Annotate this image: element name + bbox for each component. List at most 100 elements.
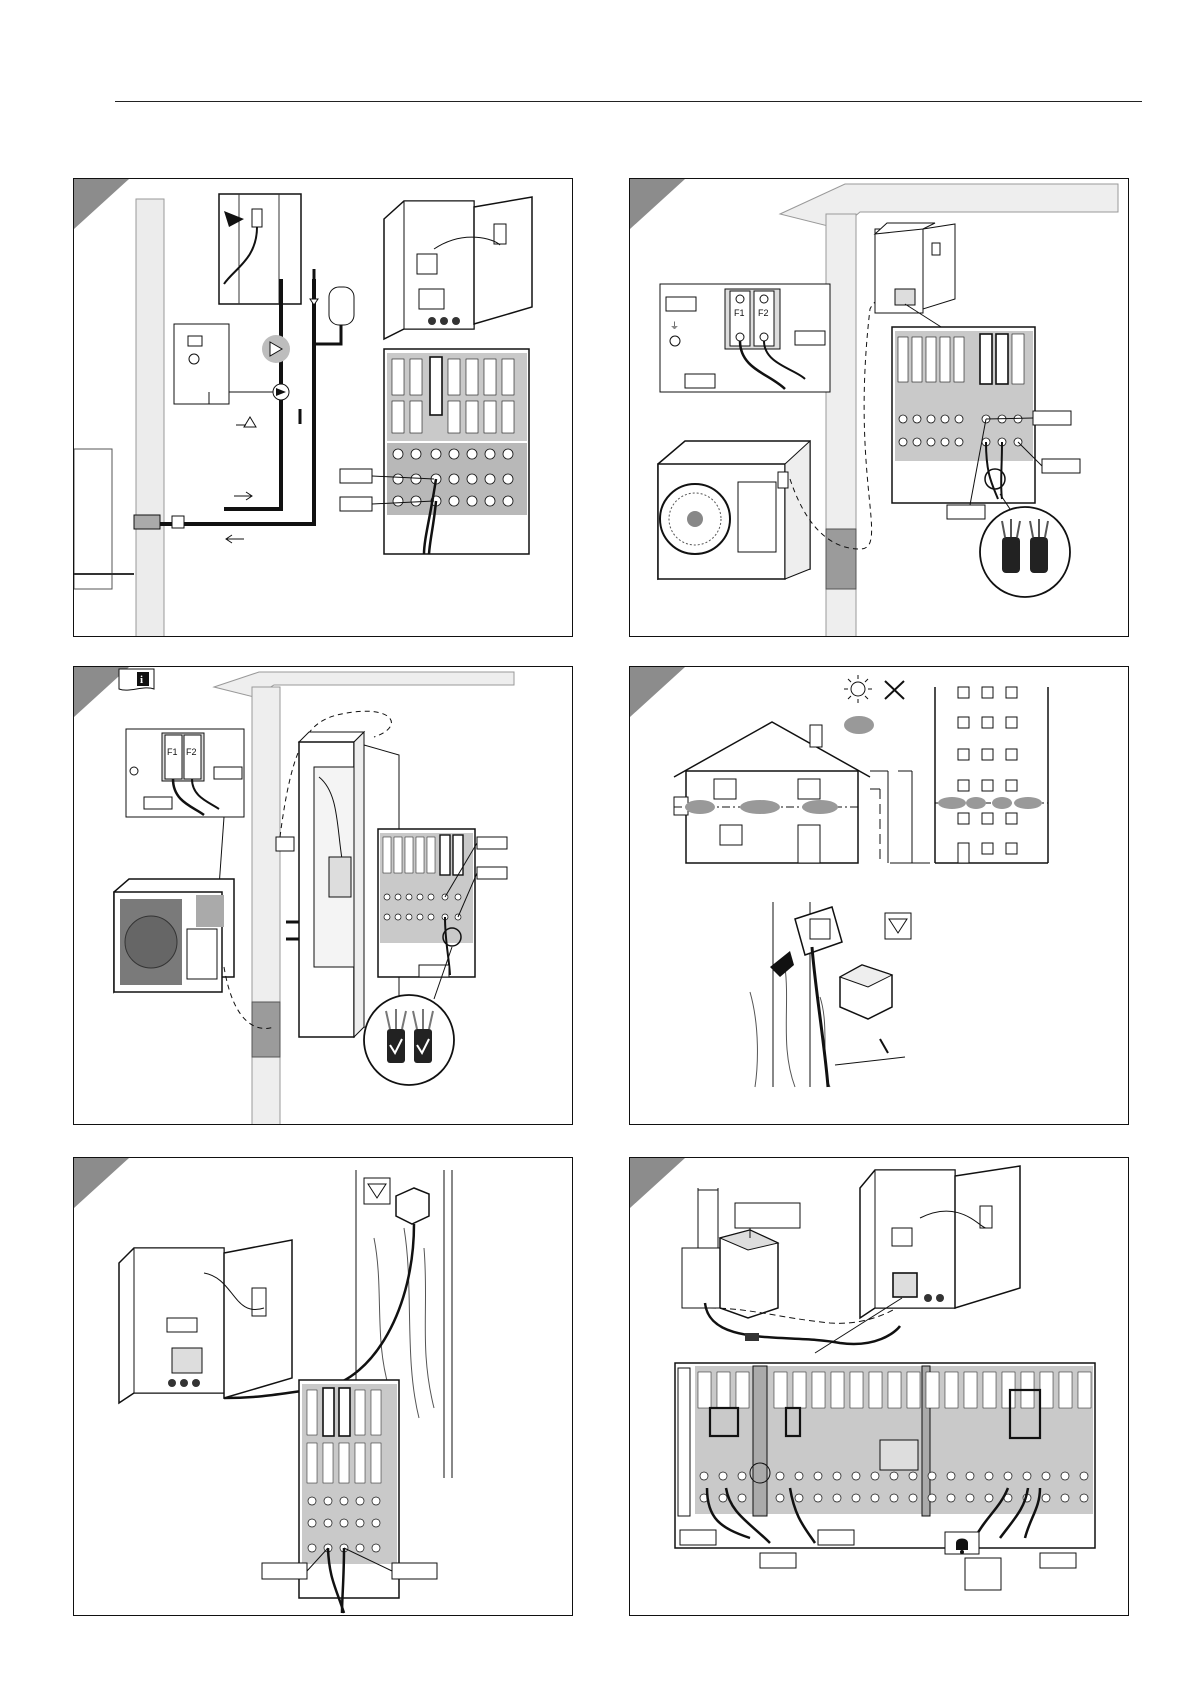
- terminal-screw: [985, 1472, 993, 1480]
- terminal-screw: [795, 1494, 803, 1502]
- panel-6-illustration: [630, 1158, 1129, 1616]
- terminal-f2-label: F2: [758, 308, 769, 318]
- terminal-column: [793, 1372, 806, 1408]
- terminal-column: [1040, 1372, 1053, 1408]
- terminal-screw: [1042, 1472, 1050, 1480]
- outdoor-sensor-mounting: [750, 902, 911, 1087]
- terminal-column: [983, 1372, 996, 1408]
- terminal-screw: [833, 1494, 841, 1502]
- terminal-screw: [776, 1494, 784, 1502]
- temperature-sensor: [252, 209, 262, 227]
- terminal-screw: [1080, 1494, 1088, 1502]
- terminal-screw: [852, 1494, 860, 1502]
- outdoor-sensor-box: [396, 1188, 429, 1224]
- terminal-screw: [871, 1494, 879, 1502]
- earth-symbol: ⏚: [670, 321, 679, 331]
- terminal-screw: [852, 1472, 860, 1480]
- terminal-screw: [1061, 1472, 1069, 1480]
- callout-box-3: [795, 331, 825, 345]
- terminal-screw: [1004, 1472, 1012, 1480]
- terminal-screw: [795, 1472, 803, 1480]
- terminal-screw: [985, 1494, 993, 1502]
- terminal-column: [926, 1372, 939, 1408]
- panel-corner-tab: [630, 667, 685, 717]
- terminal-column: [774, 1372, 787, 1408]
- bell-icon: [956, 1539, 968, 1551]
- callout-box-5: [1042, 459, 1080, 473]
- terminal-screw: [928, 1472, 936, 1480]
- terminal-screw: [1061, 1494, 1069, 1502]
- panel-corner-tab: [630, 1158, 685, 1208]
- callout-box-6: [965, 1558, 1001, 1590]
- terminal-column: [964, 1372, 977, 1408]
- panel-corner-tab: [74, 179, 129, 229]
- terminal-screw: [1042, 1494, 1050, 1502]
- terminal-block: [892, 327, 1035, 503]
- terminal-block: [384, 349, 529, 554]
- terminal-f1-label: F1: [167, 747, 178, 757]
- terminal-column: [736, 1372, 749, 1408]
- terminal-screw: [700, 1472, 708, 1480]
- terminal-screw: [719, 1494, 727, 1502]
- callout-box-1: [340, 469, 372, 483]
- panel-4-outdoor-sensor-placement: [629, 666, 1129, 1125]
- callout-box-2: [680, 1530, 716, 1545]
- expansion-vessel: [329, 287, 354, 325]
- bus-connector-icon: [276, 837, 294, 851]
- terminal-column: [717, 1372, 730, 1408]
- terminal-screw: [738, 1494, 746, 1502]
- panel-corner-tab: [630, 179, 685, 229]
- terminal-screw: [833, 1472, 841, 1480]
- indoor-unit-cabinet: [384, 197, 532, 339]
- cross-icon: [885, 681, 904, 699]
- callout-box-2: [340, 497, 372, 511]
- terminal-screw: [966, 1472, 974, 1480]
- panel-4-illustration: [630, 667, 1129, 1125]
- callout-box-5: [1040, 1553, 1076, 1568]
- wall: [136, 199, 164, 637]
- callout-box-1: [144, 797, 172, 809]
- terminal-screw: [1023, 1472, 1031, 1480]
- callout-box-2: [392, 1563, 437, 1579]
- terminal-block: [299, 1380, 399, 1613]
- terminal-screw: [890, 1472, 898, 1480]
- terminal-screw: [947, 1494, 955, 1502]
- panel-3-illustration: i F1 F2: [74, 667, 573, 1125]
- terminal-column: [907, 1372, 920, 1408]
- circulation-pump-unit: [682, 1188, 800, 1318]
- terminal-column: [1078, 1372, 1091, 1408]
- panel-1-hydraulic-sensor-wiring: [73, 178, 573, 637]
- panel-3-bus-wiring-column-unit: i F1 F2: [73, 666, 573, 1125]
- callout-box-6: [947, 505, 985, 519]
- terminal-column: [812, 1372, 825, 1408]
- terminal-f2-label: F2: [186, 747, 197, 757]
- terminal-screw: [814, 1472, 822, 1480]
- terminal-f1-label: F1: [734, 308, 745, 318]
- callout-box-4: [477, 867, 507, 879]
- outdoor-unit: [114, 879, 234, 992]
- wall: [252, 687, 280, 1125]
- indoor-unit-cabinet: [860, 1166, 1020, 1318]
- terminal-screw: [928, 1494, 936, 1502]
- terminal-screw: [1080, 1472, 1088, 1480]
- callout-box-1: [262, 1563, 307, 1579]
- callout-box-4: [760, 1553, 796, 1568]
- header-rule: [115, 101, 1142, 102]
- indoor-unit-cabinet: [875, 223, 955, 313]
- terminal-column: [1059, 1372, 1072, 1408]
- panel-5-illustration: [74, 1158, 573, 1616]
- panel-2-illustration: F1 F2 ⏚: [630, 179, 1129, 637]
- terminal-screw: [890, 1494, 898, 1502]
- terminal-column: [698, 1372, 711, 1408]
- callout-box-2: [214, 767, 242, 779]
- terminal-column: [850, 1372, 863, 1408]
- callout-box-1: [735, 1203, 800, 1228]
- terminal-screw: [947, 1472, 955, 1480]
- house-diagram: [674, 722, 930, 863]
- callout-box-4: [1033, 411, 1071, 425]
- terminal-screw: [814, 1494, 822, 1502]
- arrow-icon: [770, 951, 794, 977]
- terminal-column: [945, 1372, 958, 1408]
- panel-6-pump-alarm-wiring: [629, 1157, 1129, 1616]
- terminal-column: [831, 1372, 844, 1408]
